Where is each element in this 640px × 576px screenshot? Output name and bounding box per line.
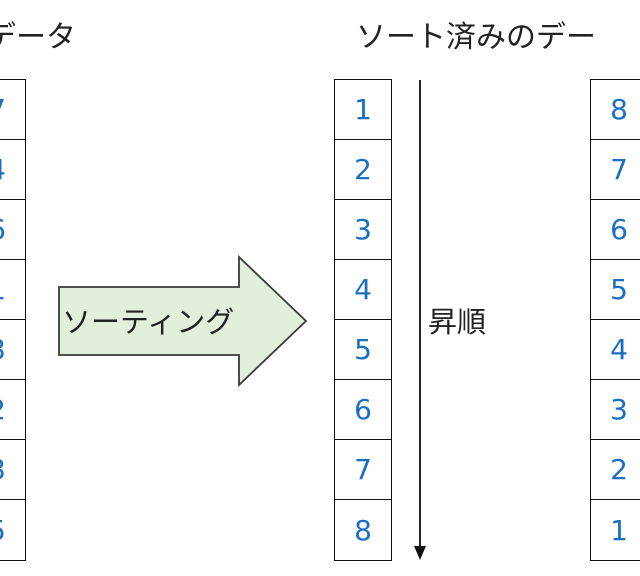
unsorted-column: 7 4 6 1 3 2 3 5 [0,79,26,561]
ascending-cell: 5 [335,320,391,380]
unsorted-data-heading: データ [0,20,76,55]
unsorted-cell: 6 [0,200,25,260]
descending-cell: 3 [591,380,640,440]
unsorted-cell: 3 [0,440,25,500]
descending-cell: 4 [591,320,640,380]
sorting-arrow-label: ソーティング [62,305,235,339]
descending-cell: 2 [591,440,640,500]
ascending-cell: 8 [354,513,372,547]
descending-cell: 5 [591,260,640,320]
unsorted-cell: 4 [0,140,25,200]
unsorted-cell: 1 [0,260,25,320]
ascending-cell: 6 [335,380,391,440]
ascending-cell: 2 [335,140,391,200]
ascending-order-arrow [414,80,426,560]
ascending-order-label: 昇順 [428,305,487,339]
sorting-arrow-shape [58,254,308,388]
descending-cell: 1 [610,513,628,547]
descending-cell: 8 [591,80,640,140]
sorted-data-heading: ソート済みのデー [356,20,596,55]
descending-cell: 6 [591,200,640,260]
descending-cell: 7 [591,140,640,200]
unsorted-cell: 7 [0,80,25,140]
unsorted-cell: 5 [0,500,25,560]
ascending-cell: 4 [335,260,391,320]
descending-column: 8 7 6 5 4 3 2 1 [590,79,640,561]
ascending-cell: 7 [335,440,391,500]
ascending-cell: 1 [335,80,391,140]
ascending-cell: 3 [335,200,391,260]
unsorted-cell: 3 [0,320,25,380]
unsorted-cell: 2 [0,380,25,440]
ascending-column: 1 2 3 4 5 6 7 8 [334,79,392,561]
